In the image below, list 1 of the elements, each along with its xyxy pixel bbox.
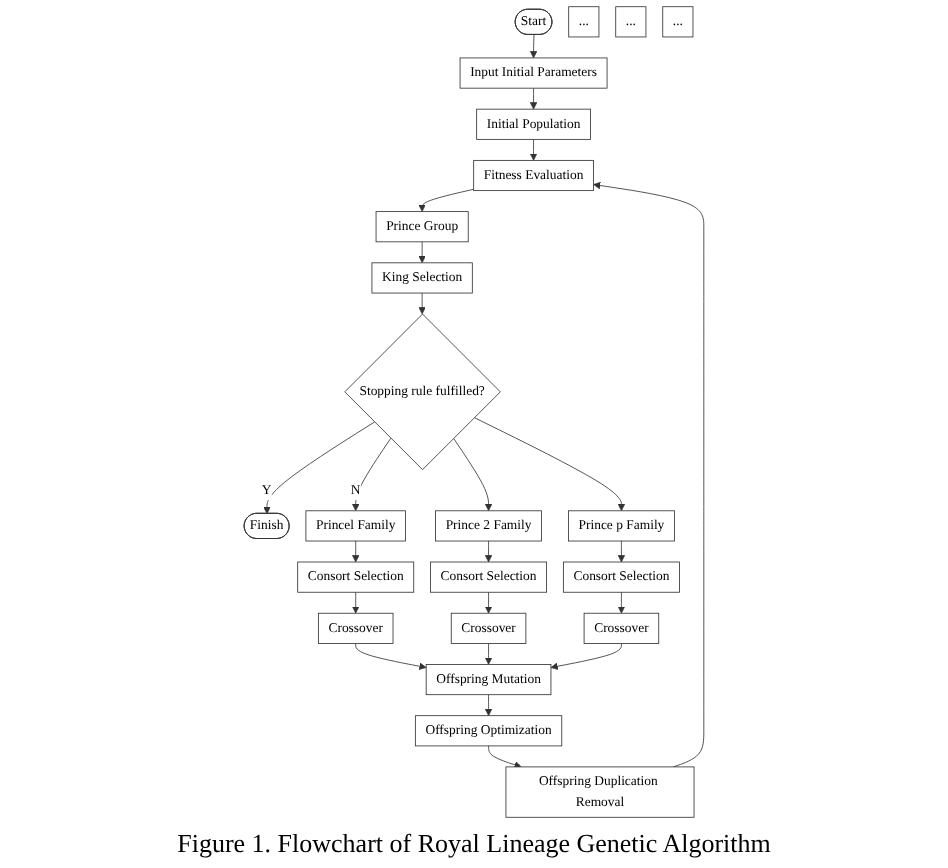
figure-caption: Figure 1. Flowchart of Royal Lineage Genetic Algorithm <box>175 826 773 862</box>
